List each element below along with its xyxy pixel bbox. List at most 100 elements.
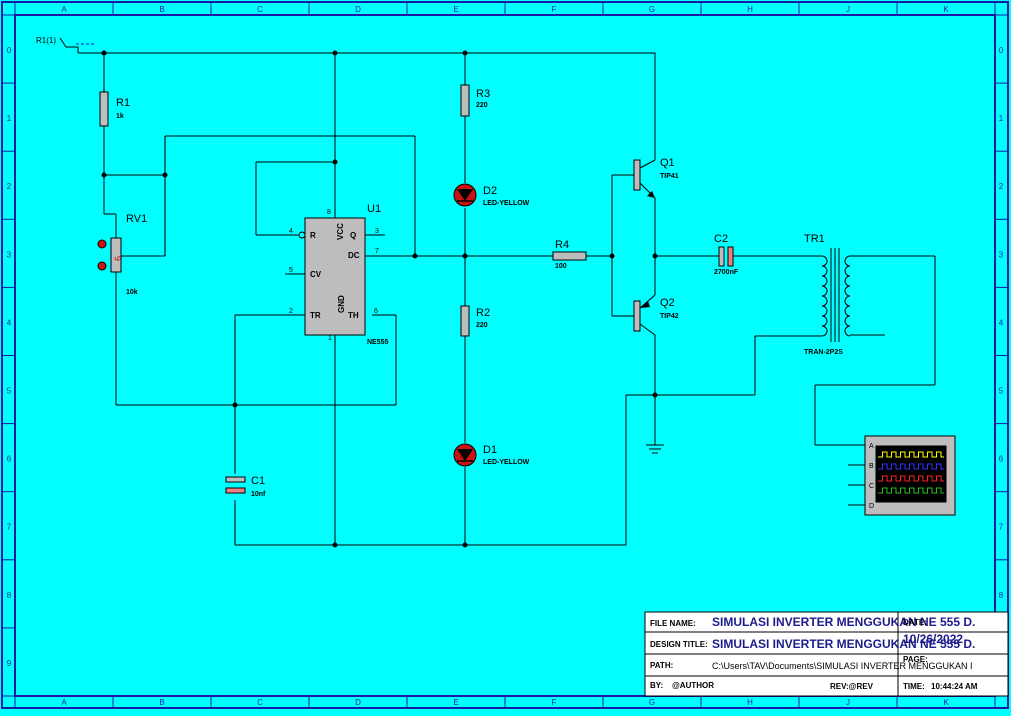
wires [78, 52, 936, 546]
u1-pinnum-3: 3 [375, 228, 379, 235]
resistor-r2[interactable]: R2 220 [460, 305, 490, 337]
ruler-col-bottom-d: D [355, 698, 361, 707]
u1-pinnum-5: 5 [289, 267, 293, 274]
ruler-col-f: F [552, 5, 557, 14]
c1-value: 10nf [251, 491, 266, 498]
capacitor-c2[interactable]: C2 2700nF [714, 233, 739, 276]
scope-channel-b: B [869, 463, 874, 470]
trace-a [878, 451, 944, 458]
ruler-row-7: 7 [7, 523, 12, 532]
ruler-col-b: B [159, 5, 164, 14]
ground-symbol [646, 444, 664, 454]
u1-pin-dc: DC [348, 251, 360, 260]
rv1-marker: 6 [113, 256, 123, 261]
ruler-row-8: 8 [7, 591, 12, 600]
ruler-col-bottom-g: G [649, 698, 655, 707]
ruler-row-0: 0 [7, 46, 12, 55]
ruler-col-bottom-a: A [61, 698, 67, 707]
ruler-row-right-4: 4 [999, 318, 1004, 327]
terminal-label: R1(1) [36, 36, 56, 45]
ruler-row-right-2: 2 [999, 182, 1004, 191]
u1-name: U1 [367, 203, 381, 215]
d2-value: LED-YELLOW [483, 200, 530, 207]
rv1-value: 10k [126, 289, 138, 296]
u1-pinnum-7: 7 [375, 248, 379, 255]
capacitor-c1[interactable]: C1 10nf [225, 475, 266, 498]
r2-value: 220 [476, 322, 488, 329]
ruler-row-9: 9 [7, 659, 12, 668]
oscilloscope[interactable]: A B C D [848, 435, 956, 516]
title-block: FILE NAME: SIMULASI INVERTER MENGGUKAN N… [644, 611, 1009, 697]
r1-value: 1k [116, 113, 124, 120]
design-title-label: DESIGN TITLE: [650, 640, 708, 649]
ruler-row-3: 3 [7, 250, 12, 259]
rv1-name: RV1 [126, 213, 147, 225]
ruler-col-k: K [943, 5, 949, 14]
trace-d [878, 487, 944, 494]
by-label: BY: [650, 681, 663, 690]
d1-name: D1 [483, 444, 497, 456]
time-value: 10:44:24 AM [931, 682, 978, 691]
r3-name: R3 [476, 88, 490, 100]
r4-value: 100 [555, 263, 567, 270]
c2-value: 2700nF [714, 269, 739, 276]
file-name-label: FILE NAME: [650, 619, 696, 628]
ruler-row-right-3: 3 [999, 250, 1004, 259]
ruler-col-a: A [61, 5, 67, 14]
u1-pin-cv: CV [310, 270, 322, 279]
r4-name: R4 [555, 239, 569, 251]
transistor-q2[interactable]: Q2 TIP42 [633, 294, 679, 336]
ruler-row-right-5: 5 [999, 387, 1004, 396]
u1-pin-q: Q [350, 231, 356, 240]
q2-name: Q2 [660, 297, 675, 309]
c1-name: C1 [251, 475, 265, 487]
ruler-col-bottom-b: B [159, 698, 164, 707]
junctions [101, 50, 658, 548]
ruler-col-bottom-h: H [747, 698, 753, 707]
ruler-col-j: J [846, 5, 850, 14]
r2-name: R2 [476, 307, 490, 319]
r1-name: R1 [116, 97, 130, 109]
potentiometer-rv1[interactable]: 6 RV1 10k [97, 213, 147, 296]
u1-pinnum-6: 6 [374, 308, 378, 315]
ruler-col-bottom-k: K [943, 698, 949, 707]
ruler-row-right-6: 6 [999, 455, 1004, 464]
ic-u1-ne555[interactable]: U1 NE555 R VCC Q DC CV TR GND TH 4 8 3 7… [289, 203, 389, 346]
transistor-q1[interactable]: Q1 TIP41 [633, 157, 679, 199]
c2-name: C2 [714, 233, 728, 245]
resistor-r3[interactable]: R3 220 [460, 84, 490, 117]
u1-pinnum-1: 1 [328, 335, 332, 342]
u1-pinnum-8: 8 [327, 209, 331, 216]
tr1-name: TR1 [804, 233, 825, 245]
transformer-tr1[interactable]: TR1 TRAN-2P2S [804, 233, 851, 356]
ruler-col-bottom-e: E [453, 698, 458, 707]
u1-pin-vcc: VCC [336, 223, 345, 240]
resistor-r1[interactable]: R1 1k [99, 91, 130, 127]
led-d2[interactable]: D2 LED-YELLOW [453, 183, 530, 207]
u1-part: NE555 [367, 339, 389, 346]
scope-channel-a: A [869, 443, 874, 450]
q1-value: TIP41 [660, 173, 679, 180]
led-d1[interactable]: D1 LED-YELLOW [453, 443, 530, 467]
trace-c [878, 475, 944, 482]
input-terminal[interactable]: R1(1) [36, 36, 96, 53]
u1-pin-tr: TR [310, 311, 321, 320]
scope-channel-c: C [869, 483, 874, 490]
scope-traces [878, 451, 944, 494]
rv1-increase-icon[interactable] [97, 239, 107, 249]
ruler-col-bottom-c: C [257, 698, 263, 707]
u1-pin-gnd: GND [337, 295, 346, 313]
page-label: PAGE: [903, 655, 928, 664]
ruler-col-bottom-f: F [552, 698, 557, 707]
tr1-value: TRAN-2P2S [804, 349, 843, 356]
rv1-decrease-icon[interactable] [97, 261, 107, 271]
resistor-r4[interactable]: R4 100 [552, 239, 587, 270]
q2-value: TIP42 [660, 313, 679, 320]
ruler-col-g: G [649, 5, 655, 14]
u1-pinnum-2: 2 [289, 308, 293, 315]
file-name-value: SIMULASI INVERTER MENGGUKAN NE 555 D. [712, 615, 975, 629]
ruler-row-6: 6 [7, 455, 12, 464]
